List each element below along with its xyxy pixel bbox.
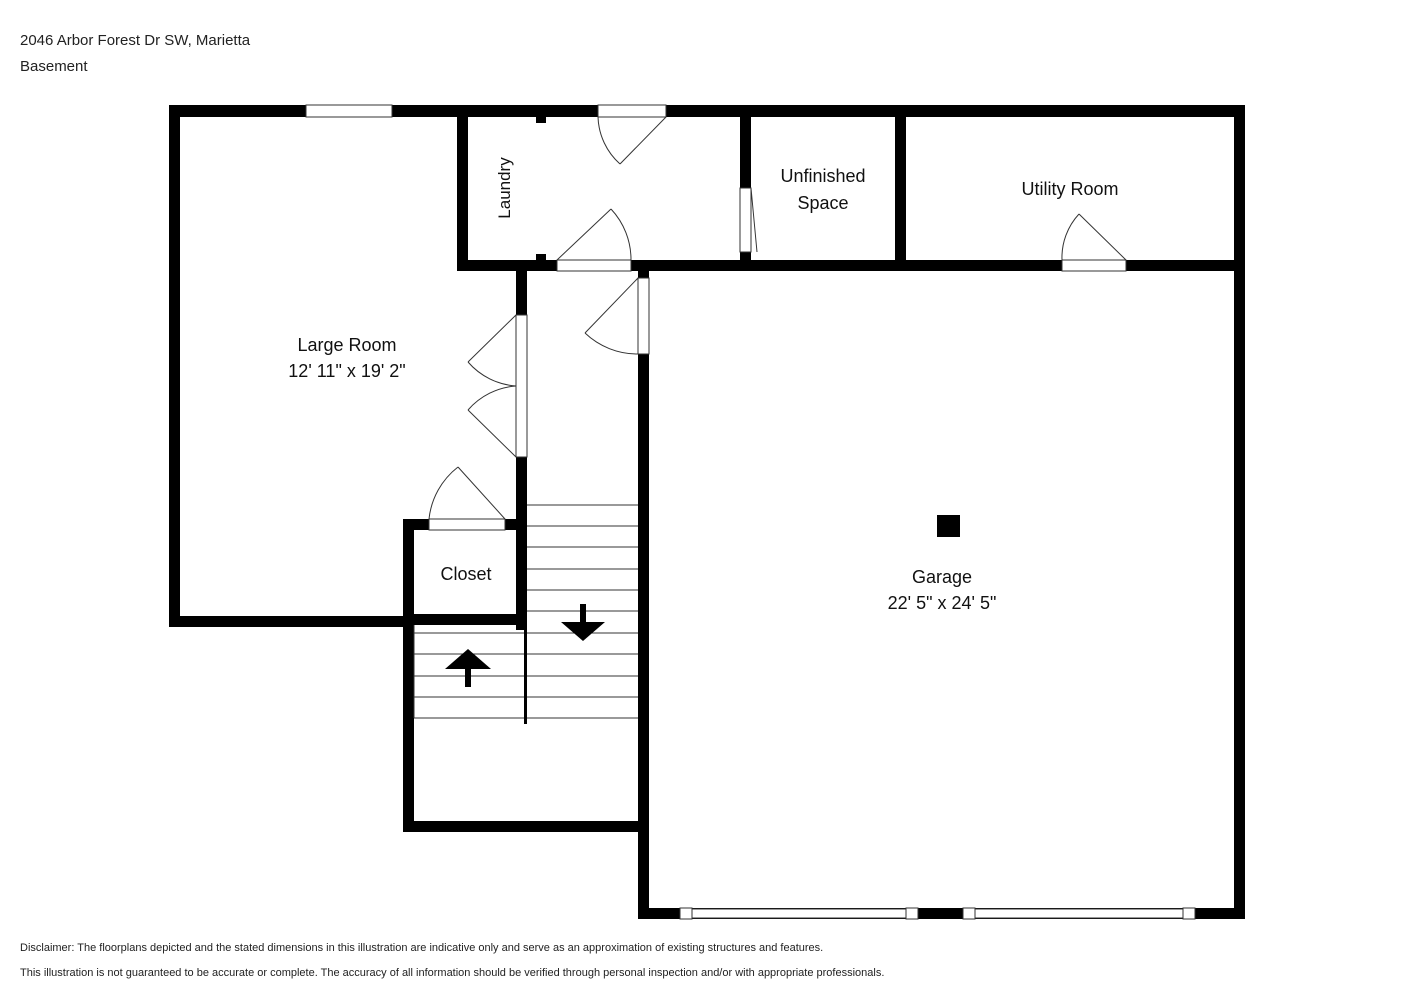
wall-large-left (169, 105, 180, 627)
wall-stair-bottom (403, 821, 649, 832)
wall-stub (536, 254, 546, 260)
wall-utility-left (895, 105, 906, 271)
door-closet[interactable] (428, 466, 506, 520)
wall-laundry-left (457, 105, 468, 271)
disclaimer-line-1: Disclaimer: The floorplans depicted and … (20, 942, 824, 954)
door-gap-large-room (515, 314, 528, 458)
garage-post (937, 515, 960, 537)
door-laundry-top[interactable] (597, 116, 667, 165)
garage-door-jamb (905, 907, 919, 920)
door-gap-garage (637, 277, 650, 355)
garage-door-jamb (962, 907, 976, 920)
large-room-label: Large Room (297, 335, 396, 355)
unfinished-label-line1: Unfinished (780, 166, 865, 186)
garage-door-jamb (1182, 907, 1196, 920)
arrow-up-icon (445, 649, 491, 687)
laundry-label: Laundry (495, 157, 514, 219)
door-utility[interactable] (1061, 213, 1127, 261)
garage-door-right (974, 908, 1184, 919)
disclaimer: Disclaimer: The floorplans depicted and … (20, 936, 884, 985)
garage-dims: 22' 5" x 24' 5" (888, 593, 997, 613)
wall-stubs (536, 117, 546, 260)
door-gap-utility (1061, 259, 1127, 272)
walls (169, 105, 1245, 919)
arrow-down-icon (561, 604, 605, 641)
wall-stub (536, 117, 546, 123)
window-large-room (305, 104, 393, 118)
wall-stair-left (403, 519, 414, 832)
plan-header: 2046 Arbor Forest Dr SW, Marietta Baseme… (20, 28, 250, 80)
door-gap-laundry-bottom (556, 259, 632, 272)
stair-divider (524, 625, 527, 724)
floor-name: Basement (20, 58, 88, 75)
wall-large-bottom (169, 616, 414, 627)
wall-garage-left (638, 260, 649, 919)
room-labels: Large Room 12' 11" x 19' 2" Laundry Unfi… (288, 157, 1118, 613)
door-garage[interactable] (584, 277, 639, 355)
wall-top (169, 105, 1245, 117)
stairs-down (527, 504, 638, 719)
utility-room-label: Utility Room (1021, 179, 1118, 199)
large-room-dims: 12' 11" x 19' 2" (288, 361, 405, 381)
address-text: 2046 Arbor Forest Dr SW, Marietta (20, 32, 251, 49)
openings (305, 104, 1196, 920)
unfinished-label-line2: Space (797, 193, 848, 213)
door-large-room[interactable] (467, 314, 517, 458)
garage-door-jamb (679, 907, 693, 920)
door-gap-closet (428, 518, 506, 531)
garage-door-left (691, 908, 907, 919)
garage-label: Garage (912, 567, 972, 587)
door-unfinished[interactable] (750, 187, 758, 253)
door-swings (428, 116, 1127, 520)
door-gap-laundry-top (597, 104, 667, 118)
wall-middle-horizontal (457, 260, 1245, 271)
door-laundry-bottom[interactable] (556, 208, 632, 261)
wall-right (1234, 105, 1245, 919)
disclaimer-line-2: This illustration is not guaranteed to b… (20, 966, 885, 979)
wall-closet-bottom (403, 614, 527, 625)
wall-garage-bottom (638, 908, 1245, 919)
closet-label: Closet (440, 564, 491, 584)
door-gap-unfinished (739, 187, 752, 253)
